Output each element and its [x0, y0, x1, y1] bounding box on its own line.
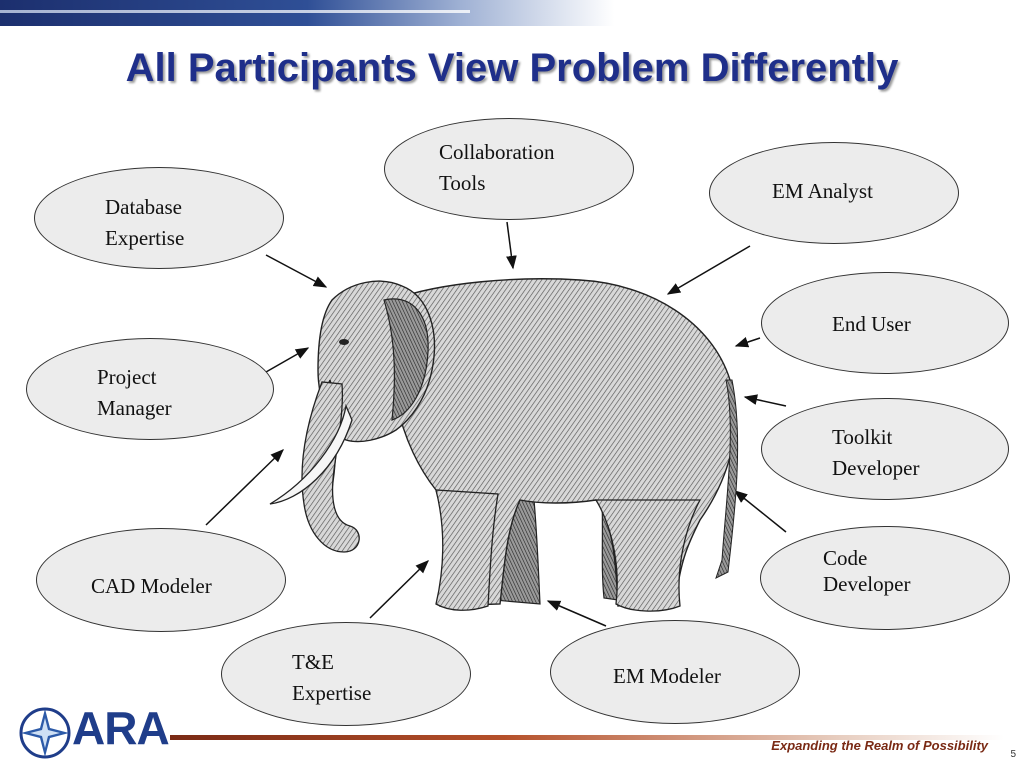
ara-logo-text: ARA — [72, 702, 170, 754]
bubble-toolkit-developer-label: Toolkit Developer — [832, 425, 920, 480]
arrow-em-modeler — [546, 600, 607, 627]
bubble-code-developer: Code Developer — [760, 526, 1010, 630]
arrow-te-expertise — [369, 560, 429, 619]
arrow-collaboration — [506, 221, 517, 270]
bubble-database-expertise: Database Expertise — [34, 167, 284, 269]
top-header-band — [0, 0, 1024, 26]
bubble-collaboration-tools-label: Collaboration Tools — [439, 140, 555, 195]
bubble-te-expertise: T&E Expertise — [221, 622, 471, 726]
footer-divider — [170, 735, 1004, 740]
bubble-project-manager-label: Project Manager — [97, 365, 172, 420]
arrow-em-analyst — [666, 245, 751, 295]
bubble-te-expertise-label: T&E Expertise — [292, 650, 372, 705]
ara-compass-logo-icon — [19, 707, 71, 759]
bubble-cad-modeler: CAD Modeler — [36, 528, 286, 632]
elephant-near-back-leg — [594, 499, 702, 612]
page-number: 5 — [1010, 749, 1016, 760]
bubble-collaboration-tools: Collaboration Tools — [384, 118, 634, 220]
elephant-tail — [715, 379, 739, 579]
bubble-end-user-label: End User — [832, 312, 911, 336]
arrow-project-manager — [265, 347, 310, 373]
bubble-cad-modeler-label: CAD Modeler — [91, 574, 212, 598]
bubble-end-user: End User — [761, 272, 1009, 374]
bubble-em-analyst: EM Analyst — [709, 142, 959, 244]
elephant-near-front-leg — [435, 489, 499, 611]
arrow-toolkit-developer — [743, 394, 787, 407]
arrow-database — [265, 254, 328, 288]
elephant-ear — [383, 298, 429, 421]
arrow-cad-modeler — [205, 449, 284, 526]
bubble-em-modeler-label: EM Modeler — [613, 664, 721, 688]
slide-title: All Participants View Problem Differentl… — [125, 46, 899, 90]
elephant-tusk — [269, 403, 353, 505]
arrow-code-developer — [733, 490, 787, 533]
bubble-project-manager: Project Manager — [26, 338, 274, 440]
elephant-eye — [339, 339, 349, 345]
footer-tagline: Expanding the Realm of Possibility — [771, 738, 988, 753]
bubble-em-modeler: EM Modeler — [550, 620, 800, 724]
header-highlight-stripe — [0, 10, 470, 13]
bubble-toolkit-developer: Toolkit Developer — [761, 398, 1009, 500]
bubble-database-expertise-label: Database Expertise — [105, 195, 185, 250]
arrow-end-user — [734, 337, 761, 348]
bubble-code-developer-label: Code Developer — [823, 546, 911, 596]
bubble-em-analyst-label: EM Analyst — [772, 179, 873, 203]
